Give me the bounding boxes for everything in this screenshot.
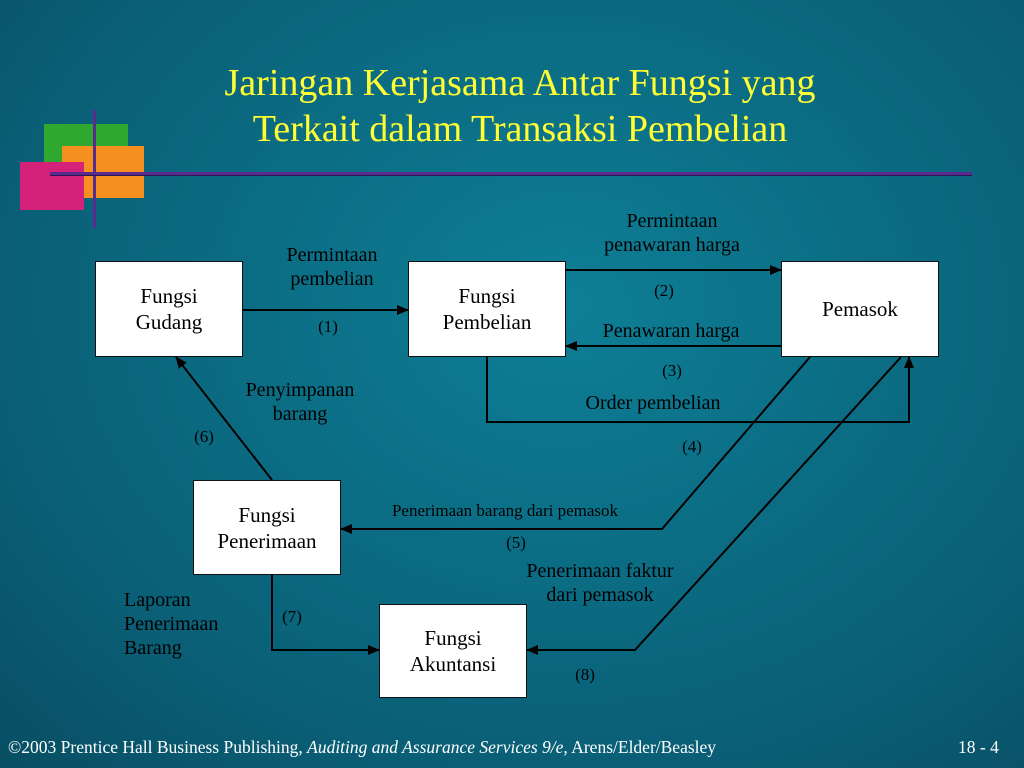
title-line-2: Terkait dalam Transaksi Pembelian (252, 108, 788, 150)
footer-credit: ©2003 Prentice Hall Business Publishing,… (8, 737, 1018, 758)
footer-copyright: ©2003 Prentice Hall Business Publishing, (8, 737, 303, 757)
label-permintaan-penawaran: Permintaan penawaran harga (604, 210, 740, 256)
label-penerimaan-faktur: Penerimaan faktur dari pemasok (526, 560, 674, 606)
label-permintaan-pembelian: Permintaan pembelian (286, 244, 378, 290)
label-penawaran-harga: Penawaran harga (602, 320, 740, 342)
label-step-7: (7) (282, 607, 302, 626)
title-rule (50, 172, 972, 175)
title-line-1: Jaringan Kerjasama Antar Fungsi yang (224, 62, 816, 104)
footer-book-title: Auditing and Assurance Services 9/e, (307, 737, 568, 757)
footer-authors: Arens/Elder/Beasley (571, 737, 717, 757)
label-laporan-penerimaan-barang: Laporan Penerimaan Barang (124, 589, 219, 659)
label-step-5: (5) (506, 533, 526, 552)
label-order-pembelian: Order pembelian (585, 392, 721, 414)
box-pemasok: Pemasok (781, 261, 939, 357)
label-step-2: (2) (654, 281, 674, 300)
label-step-6: (6) (194, 427, 214, 446)
label-step-8: (8) (575, 665, 595, 684)
label-penerimaan-barang: Penerimaan barang dari pemasok (391, 501, 619, 520)
slide-title: Jaringan Kerjasama Antar Fungsi yang Ter… (130, 60, 910, 152)
label-penyimpanan-barang: Penyimpanan barang (245, 379, 355, 425)
arrow-order-pembelian (486, 356, 914, 423)
arrow-penerimaan-to-akuntansi (271, 575, 380, 655)
arrow-pemasok-to-akuntansi (526, 356, 902, 655)
label-step-1: (1) (318, 317, 338, 336)
page-number: 18 - 4 (958, 737, 999, 757)
arrow-pemasok-to-penerimaan (340, 356, 811, 534)
arrow-penerimaan-to-gudang (175, 356, 273, 481)
label-step-3: (3) (662, 361, 682, 380)
label-step-4: (4) (682, 437, 702, 456)
